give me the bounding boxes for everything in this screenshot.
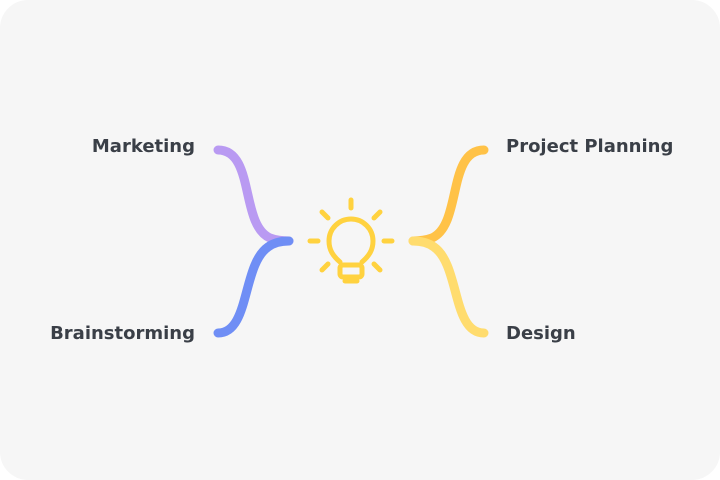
branch-brainstorming-connector — [213, 236, 294, 338]
branch-label-marketing: Marketing — [91, 136, 195, 157]
branch-marketing-connector — [213, 145, 294, 246]
branch-label-project-planning: Project Planning — [506, 136, 674, 157]
branch-project-planning-connector — [408, 145, 489, 246]
lightbulb-icon — [307, 197, 395, 284]
branch-label-brainstorming: Brainstorming — [50, 323, 195, 344]
branch-design-connector — [408, 236, 489, 338]
branch-label-design: Design — [506, 323, 576, 344]
